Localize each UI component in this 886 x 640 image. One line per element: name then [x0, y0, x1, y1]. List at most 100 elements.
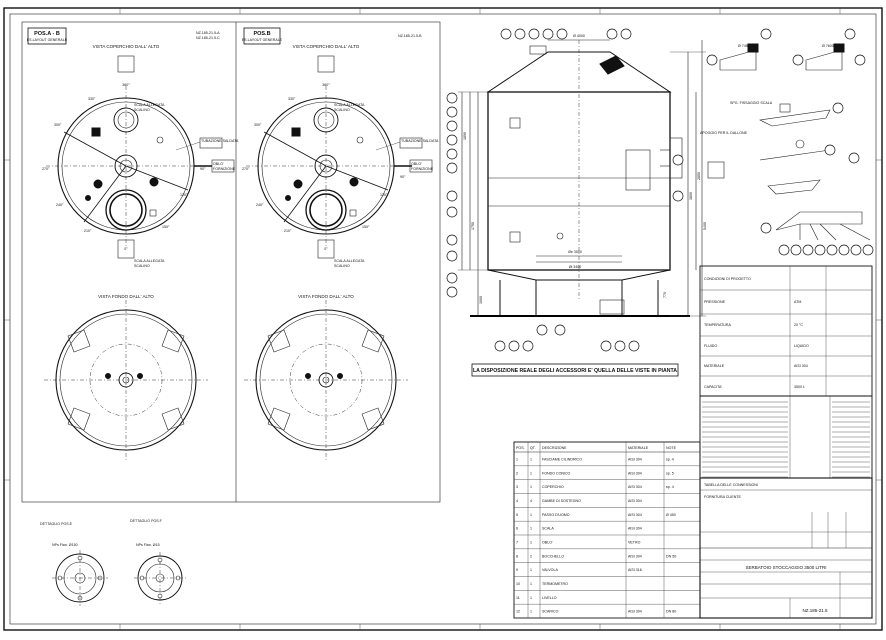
elev-dim-770: 770 [663, 292, 667, 298]
parts-cell: AISI 304 [628, 457, 642, 461]
parts-list-header: POS. QT. DESCRIZIONE MATERIALE NOTE [516, 446, 677, 450]
parts-header-cell: QT. [530, 446, 536, 450]
angle-240-a: 240° [56, 203, 64, 207]
panel-a-ref-2: NZ.185-21.5-C [196, 36, 220, 40]
elev-dim-outer: Øe 3500 [568, 250, 582, 254]
oblo-sub-a: FORNIZIONE [213, 167, 236, 171]
parts-cell: 1 [530, 540, 532, 544]
sheet-inner-frame [9, 13, 877, 625]
parts-cell: DN 80 [666, 610, 676, 614]
elev-dim-5400: 5400 [703, 222, 707, 230]
parts-cell: 2 [516, 471, 518, 475]
parts-header-cell: NOTE [666, 446, 677, 450]
elev-dim-3800: 3800 [689, 192, 693, 200]
spec-value: 3500 L [794, 385, 805, 389]
angle-300-b: 300° [254, 123, 262, 127]
parts-cell: 3 [516, 485, 518, 489]
frame-ticks [4, 8, 882, 630]
detail-e-title: DETTAGLIO POS.E [40, 522, 73, 526]
parts-cell: 1 [516, 457, 518, 461]
parts-cell: AISI 304 [628, 554, 642, 558]
parts-cell: 1 [530, 471, 532, 475]
parts-cell: 1 [530, 457, 532, 461]
tank-elevation-view [458, 39, 706, 317]
parts-cell: VALVOLA [542, 568, 558, 572]
spec-value: AISI 304 [794, 364, 808, 368]
parts-cell: AISI 304 [628, 610, 642, 614]
angle-240-b: 240° [256, 203, 264, 207]
parts-cell: 1 [530, 568, 532, 572]
detail-f-drawing [134, 552, 186, 604]
parts-cell: 7 [516, 540, 518, 544]
panel-b-bottom-view-title: VISTA FONDO DALL' ALTO [298, 294, 354, 299]
parts-cell: LIVELLO [542, 596, 557, 600]
spec-label: MATERIALE [704, 364, 725, 368]
angle-bottom-a: 0° [124, 247, 128, 251]
parts-cell: DN 50 [666, 554, 676, 558]
elevation-balloons [446, 28, 684, 352]
angle-top-a: 360° [122, 83, 130, 87]
elev-dim-2850: 2850 [697, 172, 701, 180]
scala-label-a-2: SCALA ALLEGATA [134, 259, 165, 263]
parts-header-cell: POS. [516, 446, 525, 450]
plan-views-frame [21, 21, 441, 503]
panel-a-label: POS.A - B [34, 31, 60, 37]
parts-cell: 1 [530, 610, 532, 614]
connections-table-label: TABELLA DELLE CONNESSIONI [704, 483, 758, 487]
parts-cell: AISI 304 [628, 499, 642, 503]
parts-cell: FONDO CONICO [542, 471, 571, 475]
parts-cell: 6 [516, 527, 518, 531]
parts-cell: AISI 304 [628, 527, 642, 531]
spec-value: LIQUIDO [794, 344, 809, 348]
parts-cell: AISI 304 [628, 485, 642, 489]
oblo-label-a: OBLO' [213, 162, 224, 166]
elev-dim-inner: Øi 3400 [569, 265, 582, 269]
spec-value: ATM [794, 300, 801, 304]
parts-cell: 12 [516, 610, 520, 614]
spec-label: PRESSIONE [704, 300, 726, 304]
panel-b-ref: NZ.185-21.5-B [398, 34, 422, 38]
parts-cell: 4 [530, 499, 532, 503]
detail-e-drawing [52, 550, 108, 606]
angle-right-b: 90° [400, 175, 406, 179]
elev-dim-1890: 1890 [463, 132, 467, 140]
arrangement-note-box [471, 363, 679, 377]
parts-cell: 2 [530, 554, 532, 558]
panel-b-top-view-title: VISTA COPERCHIO DALL' ALTO [293, 44, 360, 49]
spec-label: CONDIZIONI DI PROGETTO [704, 277, 751, 281]
elev-dim-top: Ø 4000 [573, 34, 585, 38]
parts-cell: VETRO [628, 540, 641, 544]
spec-value: 20 °C [794, 323, 803, 327]
parts-cell: SCARICO [542, 610, 559, 614]
angle-150-a: 150° [162, 225, 170, 229]
spec-table [699, 265, 873, 397]
tubazione-a: TUBAZIONE SALDATA [201, 139, 239, 143]
drawing-number: NZ.185-21.5 [802, 608, 828, 613]
parts-cell: OBLO' [542, 540, 553, 544]
parts-cell: 1 [530, 596, 532, 600]
client-supply-label: FORNITURA CLIENTE [704, 495, 742, 499]
detail-balloons [706, 28, 874, 256]
scala-label-a: SCALA ALLEGATA [134, 103, 165, 107]
parts-cell: 5 [516, 513, 518, 517]
oblo-label-b: OBLO' [411, 162, 422, 166]
scala-label-b-2: SCALA ALLEGATA [334, 259, 365, 263]
parts-cell: 1 [530, 527, 532, 531]
parts-cell: FASCIAME CILINDRICO [542, 457, 582, 461]
parts-cell: 4 [516, 499, 518, 503]
parts-cell: GAMBE DI SOSTEGNO [542, 499, 581, 503]
parts-cell: COPERCHIO [542, 485, 564, 489]
angle-210-b: 210° [284, 229, 292, 233]
angle-330-a: 330° [88, 97, 96, 101]
elev-dim-1750: 1750 [471, 222, 475, 230]
detail-title-1: SPG. FISSAGGIO SCALA [730, 101, 773, 105]
parts-header-cell: DESCRIZIONE [542, 446, 567, 450]
top-view-b [246, 55, 433, 259]
parts-header-cell: MATERIALE [628, 446, 649, 450]
angle-150-b: 150° [362, 225, 370, 229]
scala-label-b: SCALA ALLEGATA [334, 103, 365, 107]
arrangement-note: LA DISPOSIZIONE REALE DEGLI ACCESSORI E'… [473, 368, 677, 374]
